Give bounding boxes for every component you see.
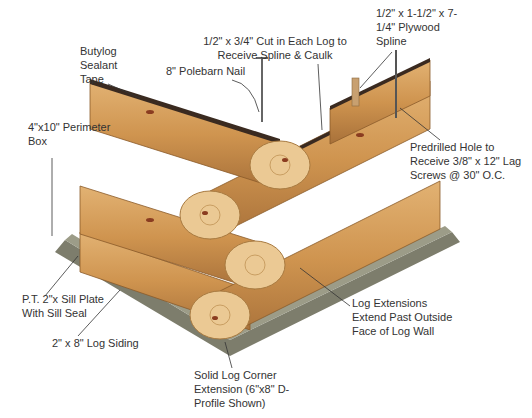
- callout-label: 1/2" x 1-1/2" x 7-1/4" Plywood Spline: [376, 6, 468, 48]
- callout-label: Log Extensions Extend Past Outside Face …: [352, 296, 460, 338]
- callout-label: Solid Log Corner Extension (6"x8" D-Prof…: [194, 368, 298, 410]
- callout-label: P.T. 2"x Sill Plate With Sill Seal: [22, 292, 126, 320]
- callout-label: Butylog Sealant Tape: [80, 44, 130, 86]
- callout-label: 4"x10" Perimeter Box: [28, 120, 112, 148]
- callout-label: Predrilled Hole to Receive 3/8" x 12" La…: [410, 140, 522, 182]
- callout-label: 8" Polebarn Nail: [166, 64, 286, 78]
- callout-label: 1/2" x 3/4" Cut in Each Log to Receive S…: [200, 34, 350, 62]
- callout-label: 2" x 8" Log Siding: [52, 336, 162, 350]
